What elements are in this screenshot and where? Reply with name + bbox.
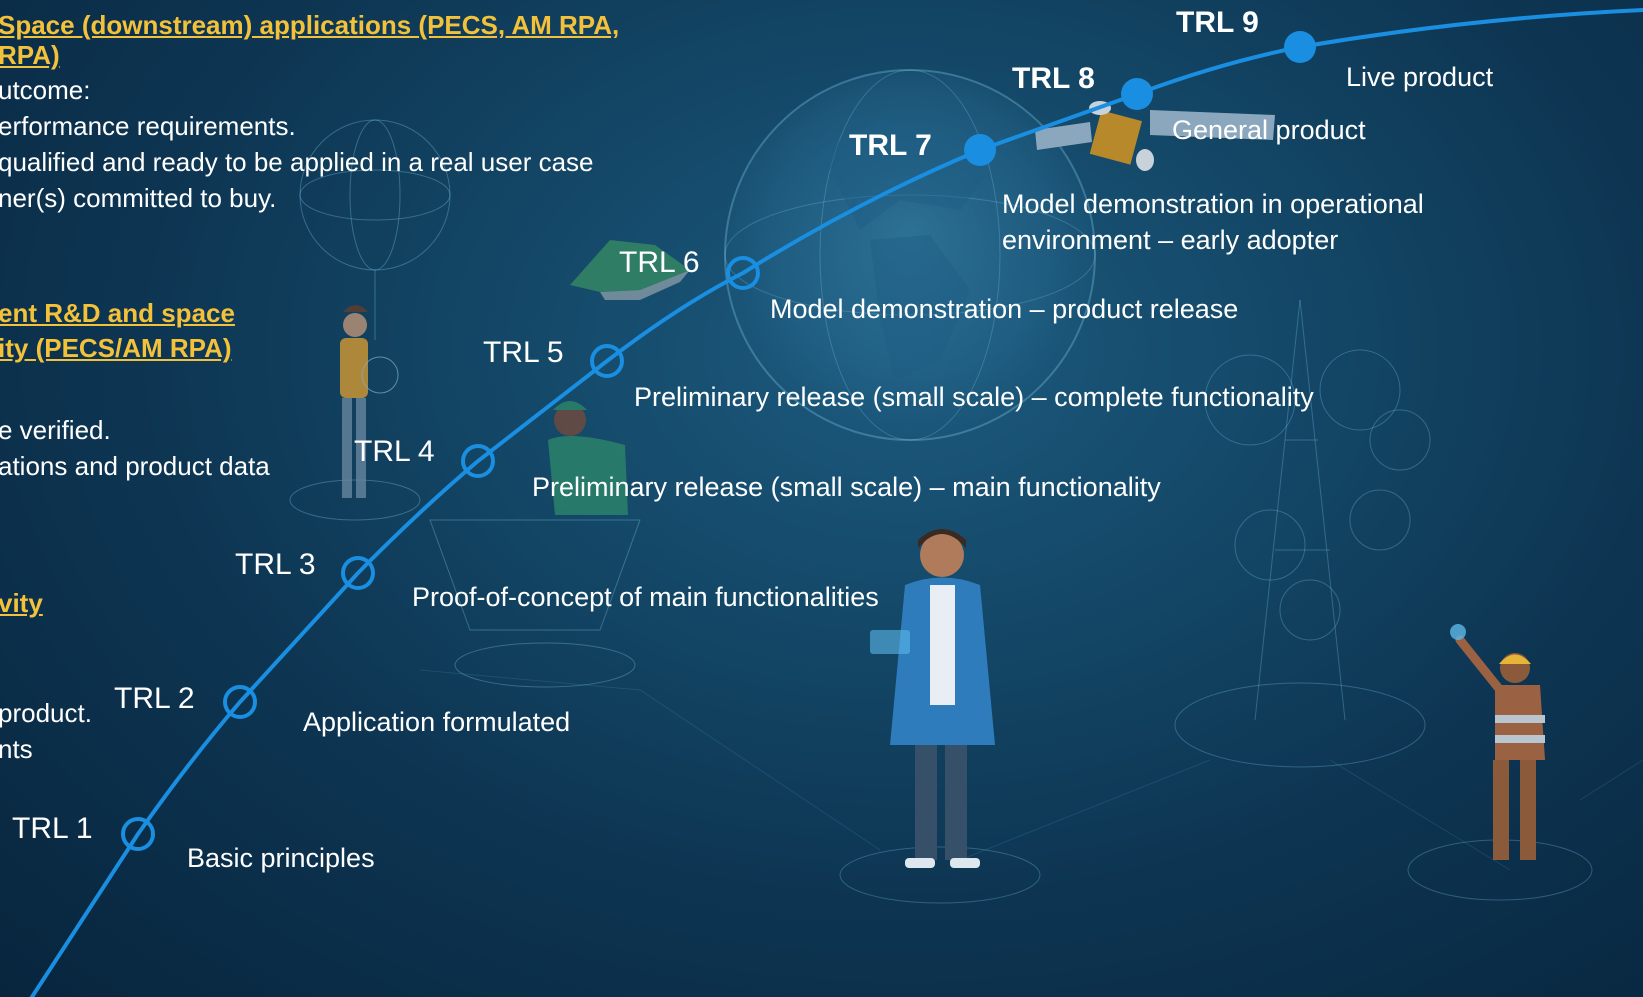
desk-worker-illustration [548,401,628,515]
trl-4-label: TRL 4 [354,435,435,468]
trl-4-description: Preliminary release (small scale) – main… [532,472,1161,502]
block3-heading-line1: vity [0,588,43,618]
block2-body-line1: e verified. [0,415,111,445]
block1-body-line3: qualified and ready to be applied in a r… [0,147,594,177]
wire-sphere-illustration [289,119,641,688]
network-tower-illustration [1174,299,1431,768]
trl-3-node [341,556,375,590]
trl-3-label: TRL 3 [235,548,316,581]
trl-9-node [1284,31,1316,63]
trl-2-description: Application formulated [303,707,571,737]
block1-heading-line2: RPA) [0,40,60,70]
trl-7-label: TRL 7 [849,129,932,162]
block2-heading-line1: ent R&D and space [0,298,235,328]
trl-nodes [121,31,1316,851]
block3-body-line1: product. [0,698,92,728]
block2-heading-line2: ity (PECS/AM RPA) [0,333,232,363]
worker-with-helmet-illustration [1407,624,1593,901]
trl-5-label: TRL 5 [483,336,564,369]
trl-1-description: Basic principles [187,843,375,873]
trl-8-node [1121,78,1153,110]
person-with-sphere-illustration [340,305,399,498]
trl-5-description: Preliminary release (small scale) – comp… [634,382,1314,412]
scientist-illustration [839,529,1041,904]
trl-7-description-line1: Model demonstration in operational [1002,189,1424,219]
trl-2-node [223,685,257,719]
trl-8-description: General product [1172,115,1366,145]
block1-body-line2: erformance requirements. [0,111,296,141]
trl-6-node [726,256,760,290]
trl-3-description: Proof-of-concept of main functionalities [412,582,879,612]
trl-7-node [964,134,996,166]
drone-illustration [570,240,690,300]
block1-body-line1: utcome: [0,75,91,105]
trl-9-label: TRL 9 [1176,6,1259,39]
trl-8-label: TRL 8 [1012,62,1095,95]
trl-1-node [121,817,155,851]
trl-4-node [461,444,495,478]
trl-6-description: Model demonstration – product release [770,294,1239,324]
trl-curve [29,8,1643,997]
globe-illustration [724,69,1096,441]
trl-7-description-line2: environment – early adopter [1002,225,1339,255]
block1-heading-line1: Space (downstream) applications (PECS, A… [0,10,620,40]
network-lines [419,669,1643,871]
block2-body-line2: ations and product data [0,451,270,481]
trl-2-label: TRL 2 [114,682,195,715]
block1-body-line4: ner(s) committed to buy. [0,183,277,213]
block3-body-line2: nts [0,734,33,764]
trl-5-node [590,344,624,378]
trl-6-label: TRL 6 [619,246,700,279]
trl-9-description: Live product [1346,62,1494,92]
trl-1-label: TRL 1 [12,812,93,845]
